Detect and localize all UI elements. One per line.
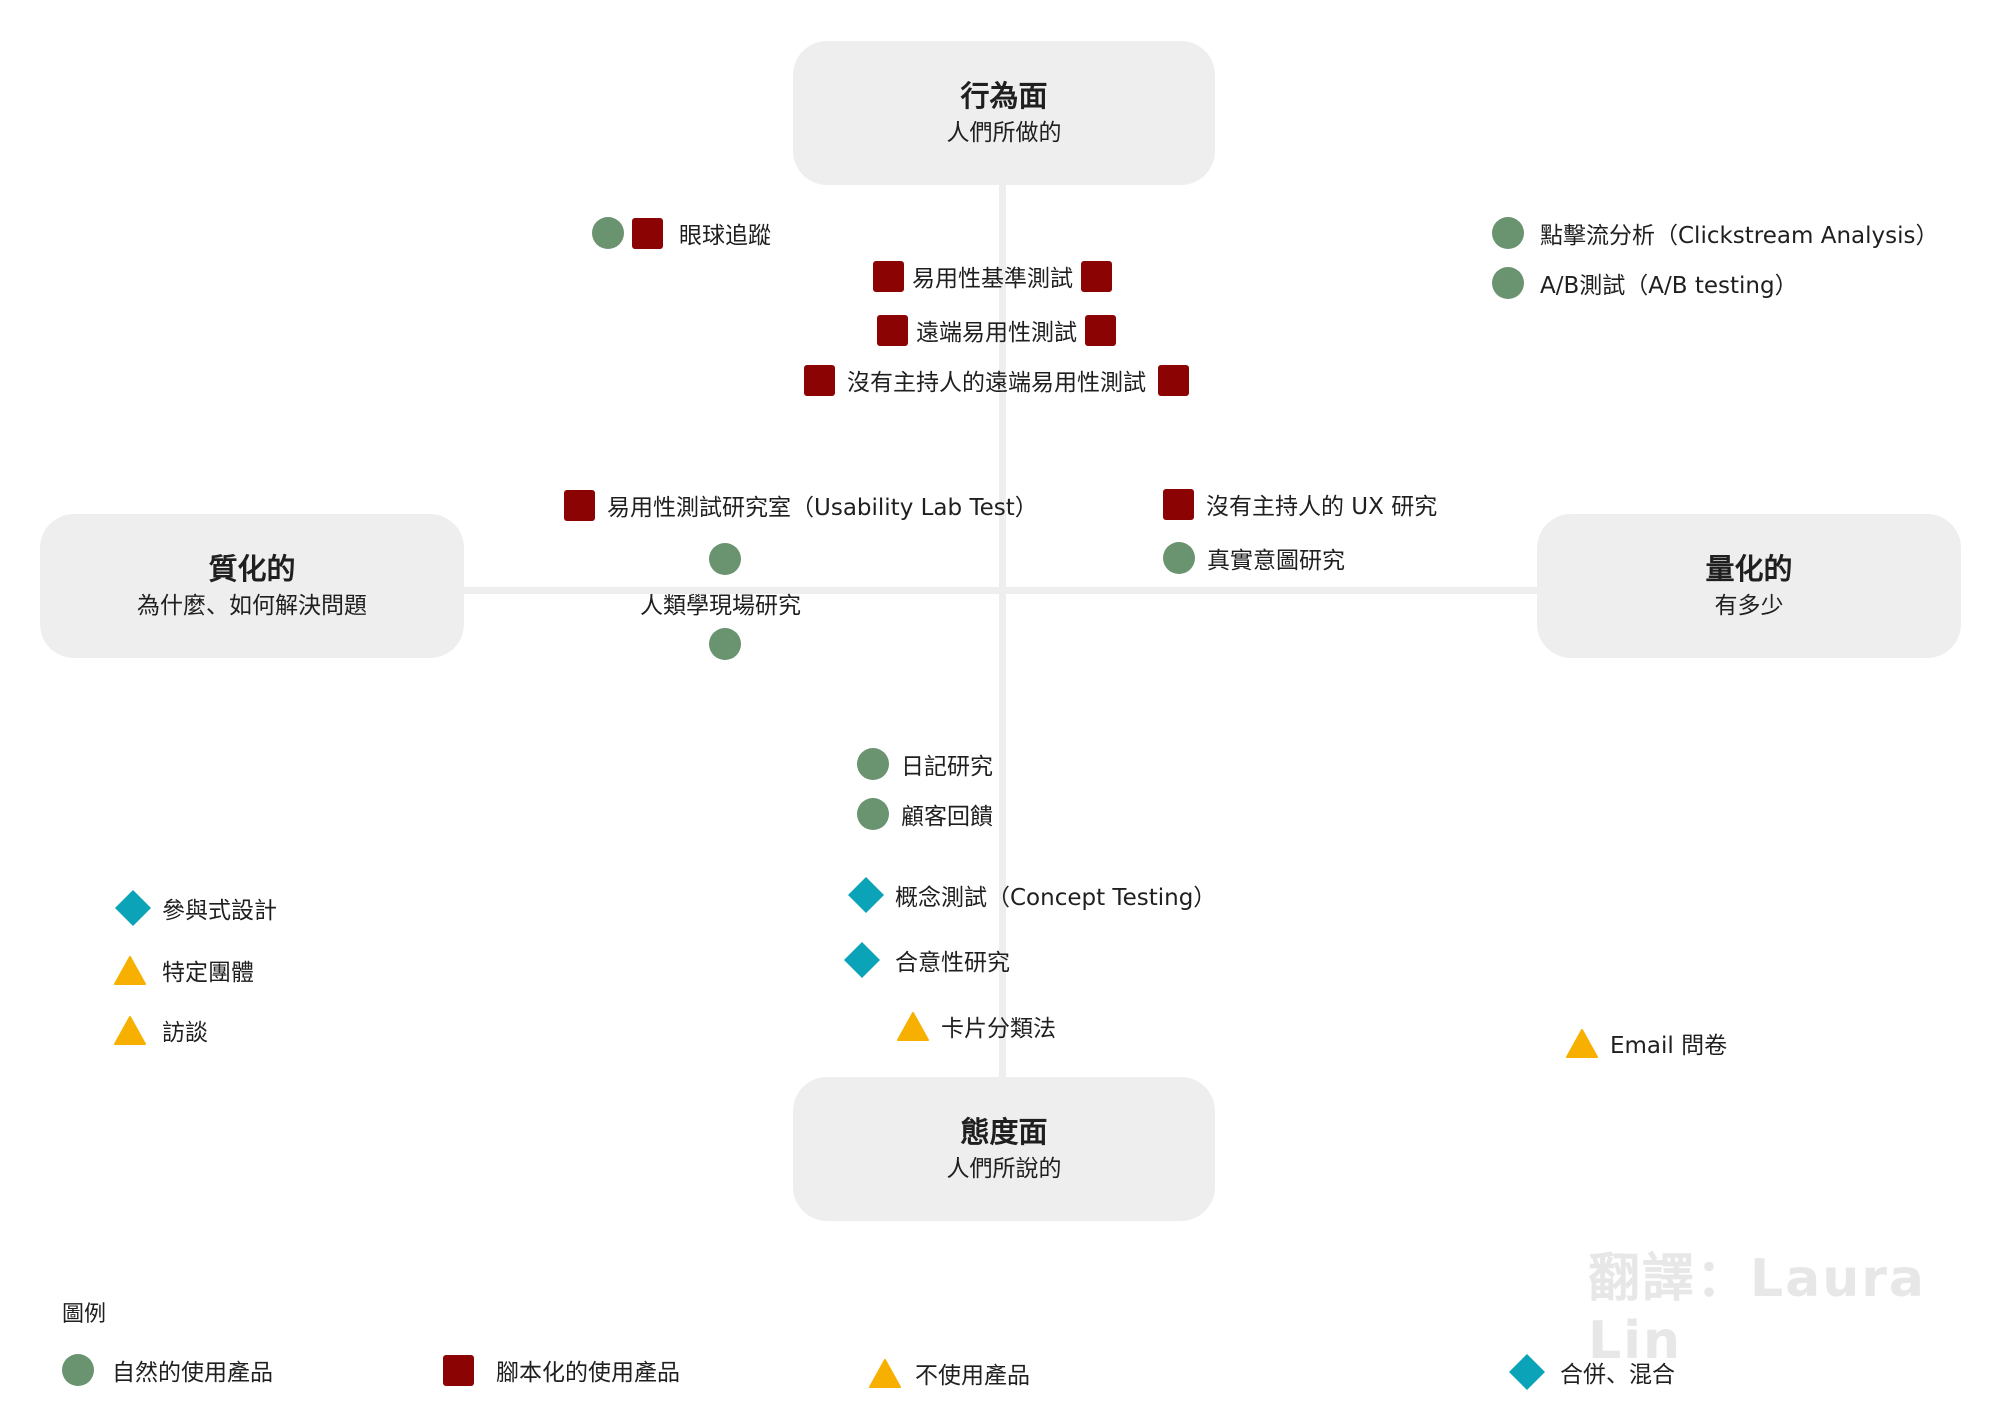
axis-subtitle-attitudinal: 人們所說的 bbox=[946, 1156, 1062, 1182]
method-usability-lab-test: 易用性測試研究室（Usability Lab Test） bbox=[564, 487, 1046, 523]
legend-label: 不使用產品 bbox=[915, 1363, 1030, 1389]
axis-box-attitudinal: 態度面 人們所說的 bbox=[793, 1077, 1215, 1221]
method-remote-usability: 遠端易用性測試 bbox=[877, 312, 1116, 348]
method-label: 點擊流分析（Clickstream Analysis） bbox=[1540, 223, 1939, 249]
translator-watermark: 翻譯：Laura Lin bbox=[1588, 1249, 1926, 1371]
axis-subtitle-qualitative: 為什麼、如何解決問題 bbox=[137, 593, 367, 619]
axis-title-qualitative: 質化的 bbox=[208, 552, 296, 586]
method-focus-groups: 特定團體 bbox=[114, 952, 262, 988]
method-label: 真實意圖研究 bbox=[1207, 548, 1345, 574]
no-product-triangle-icon bbox=[114, 1016, 146, 1045]
legend-item-natural: 自然的使用產品 bbox=[62, 1352, 281, 1388]
axis-title-behavioral: 行為面 bbox=[960, 79, 1048, 113]
legend-item-combined: 合併、混合 bbox=[1508, 1354, 1683, 1390]
scripted-square-icon bbox=[632, 217, 663, 249]
horizontal-axis-line bbox=[460, 587, 1540, 594]
method-unmoderated-remote-usability: 沒有主持人的遠端易用性測試 bbox=[804, 362, 1189, 398]
no-product-triangle-icon bbox=[114, 956, 146, 985]
axis-box-behavioral: 行為面 人們所做的 bbox=[793, 41, 1215, 185]
method-eye-tracking: 眼球追蹤 bbox=[592, 215, 779, 251]
scripted-square-icon bbox=[1085, 314, 1116, 346]
method-customer-feedback: 顧客回饋 bbox=[857, 796, 1001, 832]
method-ab-testing: A/B測試（A/B testing） bbox=[1492, 265, 1806, 301]
method-label: 日記研究 bbox=[901, 754, 993, 780]
method-label: 特定團體 bbox=[162, 960, 254, 986]
method-unmoderated-ux-study: 沒有主持人的 UX 研究 bbox=[1163, 486, 1445, 522]
scripted-square-icon bbox=[873, 260, 904, 292]
method-label: 遠端易用性測試 bbox=[916, 320, 1077, 346]
no-product-triangle-icon bbox=[897, 1012, 929, 1041]
method-clickstream-analysis: 點擊流分析（Clickstream Analysis） bbox=[1492, 215, 1946, 251]
natural-circle-icon bbox=[709, 543, 741, 575]
scripted-square-icon bbox=[804, 364, 835, 396]
axis-box-quantitative: 量化的 有多少 bbox=[1537, 514, 1961, 658]
natural-circle-icon bbox=[1163, 542, 1195, 574]
method-label: 易用性測試研究室（Usability Lab Test） bbox=[607, 495, 1038, 521]
natural-circle-icon bbox=[709, 628, 741, 660]
method-true-intent-study: 真實意圖研究 bbox=[1163, 540, 1353, 576]
combined-diamond-icon bbox=[115, 890, 151, 926]
method-label: 合意性研究 bbox=[895, 950, 1010, 976]
natural-circle-icon bbox=[1492, 267, 1524, 299]
method-usability-benchmark: 易用性基準測試 bbox=[873, 258, 1112, 294]
method-label: 眼球追蹤 bbox=[679, 223, 771, 249]
scripted-square-icon bbox=[564, 489, 595, 521]
method-label: 卡片分類法 bbox=[941, 1016, 1056, 1042]
method-label: 訪談 bbox=[162, 1020, 208, 1046]
axis-box-qualitative: 質化的 為什麼、如何解決問題 bbox=[40, 514, 464, 658]
legend-item-scripted: 腳本化的使用產品 bbox=[443, 1352, 688, 1388]
method-label: Email 問卷 bbox=[1610, 1033, 1728, 1059]
scripted-square-icon bbox=[1158, 364, 1189, 396]
natural-circle-icon bbox=[1492, 217, 1524, 249]
combined-diamond-icon bbox=[848, 877, 884, 913]
legend-item-no-product: 不使用產品 bbox=[869, 1355, 1038, 1391]
method-desirability-study: 合意性研究 bbox=[843, 942, 1018, 978]
vertical-axis-line bbox=[999, 180, 1006, 1080]
method-label: 沒有主持人的遠端易用性測試 bbox=[847, 370, 1146, 396]
scripted-square-icon bbox=[877, 314, 908, 346]
natural-circle-icon bbox=[857, 798, 889, 830]
method-concept-testing: 概念測試（Concept Testing） bbox=[847, 877, 1224, 913]
method-interviews: 訪談 bbox=[114, 1012, 216, 1048]
no-product-triangle-icon bbox=[869, 1359, 901, 1388]
method-label: 概念測試（Concept Testing） bbox=[895, 885, 1217, 911]
method-ethnographic-field-study: 人類學現場研究 bbox=[640, 585, 801, 621]
scripted-square-icon bbox=[1163, 488, 1194, 520]
axis-title-attitudinal: 態度面 bbox=[960, 1115, 1048, 1149]
method-card-sorting: 卡片分類法 bbox=[897, 1008, 1064, 1044]
axis-subtitle-behavioral: 人們所做的 bbox=[946, 120, 1062, 146]
legend-title: 圖例 bbox=[62, 1302, 107, 1327]
method-label: A/B測試（A/B testing） bbox=[1540, 273, 1798, 299]
method-diary-study: 日記研究 bbox=[857, 746, 1001, 782]
scripted-square-icon bbox=[1081, 260, 1112, 292]
method-label: 易用性基準測試 bbox=[912, 266, 1073, 292]
method-label: 人類學現場研究 bbox=[640, 593, 801, 619]
natural-circle-icon bbox=[62, 1354, 94, 1386]
method-label: 沒有主持人的 UX 研究 bbox=[1206, 494, 1438, 520]
no-product-triangle-icon bbox=[1566, 1029, 1598, 1058]
method-email-survey: Email 問卷 bbox=[1566, 1025, 1735, 1061]
combined-diamond-icon bbox=[844, 942, 880, 978]
natural-circle-icon bbox=[592, 217, 624, 249]
method-participatory-design: 參與式設計 bbox=[114, 890, 285, 926]
legend-label: 自然的使用產品 bbox=[112, 1360, 273, 1386]
method-label: 顧客回饋 bbox=[901, 804, 993, 830]
axis-subtitle-quantitative: 有多少 bbox=[1714, 593, 1784, 619]
axis-title-quantitative: 量化的 bbox=[1705, 552, 1793, 586]
legend-label: 腳本化的使用產品 bbox=[496, 1360, 680, 1386]
combined-diamond-icon bbox=[1509, 1354, 1545, 1390]
natural-circle-icon bbox=[857, 748, 889, 780]
legend-label: 合併、混合 bbox=[1560, 1362, 1675, 1388]
scripted-square-icon bbox=[443, 1354, 474, 1386]
method-label: 參與式設計 bbox=[162, 898, 277, 924]
